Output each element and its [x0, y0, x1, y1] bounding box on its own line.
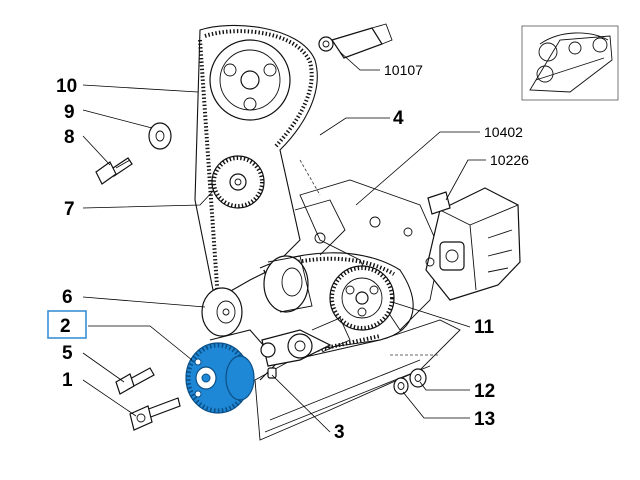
woodruff-key-3: [267, 367, 277, 379]
callout-10107: 10107: [384, 62, 423, 78]
idler-pulley-7: [211, 155, 265, 209]
callout-labels: 10 9 8 7 6 2 5 1 3 4 11 12 13 10107 1040…: [56, 62, 529, 443]
callout-10: 10: [56, 76, 77, 97]
callout-8: 8: [64, 127, 75, 148]
callout-12: 12: [474, 381, 495, 402]
washer-12: [409, 368, 427, 388]
callout-10402: 10402: [484, 124, 523, 140]
nut-13: [393, 377, 409, 395]
callout-5: 5: [62, 343, 73, 364]
camshaft-pulley: [209, 39, 291, 121]
crankshaft-assembly: [260, 317, 351, 367]
callout-13: 13: [474, 409, 495, 430]
bolt-8: [95, 157, 133, 185]
tensioner-roller: [263, 255, 313, 313]
inset-thumbnail: [521, 25, 619, 101]
callout-2: 2: [60, 316, 71, 337]
pump-pulley-11: [329, 265, 395, 331]
injection-pump-10226: [425, 187, 521, 301]
callout-4: 4: [393, 108, 404, 129]
callout-10226: 10226: [490, 152, 529, 168]
roller-6: [201, 287, 243, 337]
callout-2-highlight-box: [47, 310, 87, 339]
washer-9: [148, 122, 172, 150]
callout-1: 1: [62, 370, 73, 391]
callout-6: 6: [62, 287, 73, 308]
bolt-1: [129, 397, 181, 431]
part-10107-tensioner: [318, 23, 393, 59]
callout-11: 11: [474, 317, 495, 338]
leader-lines: [82, 51, 486, 433]
callout-9: 9: [64, 102, 75, 123]
callout-3: 3: [334, 422, 345, 443]
bolt-5: [115, 367, 155, 395]
engine-block-outline: [254, 159, 461, 441]
callout-7: 7: [64, 199, 75, 220]
crankshaft-sprocket-highlighted: [185, 342, 255, 414]
